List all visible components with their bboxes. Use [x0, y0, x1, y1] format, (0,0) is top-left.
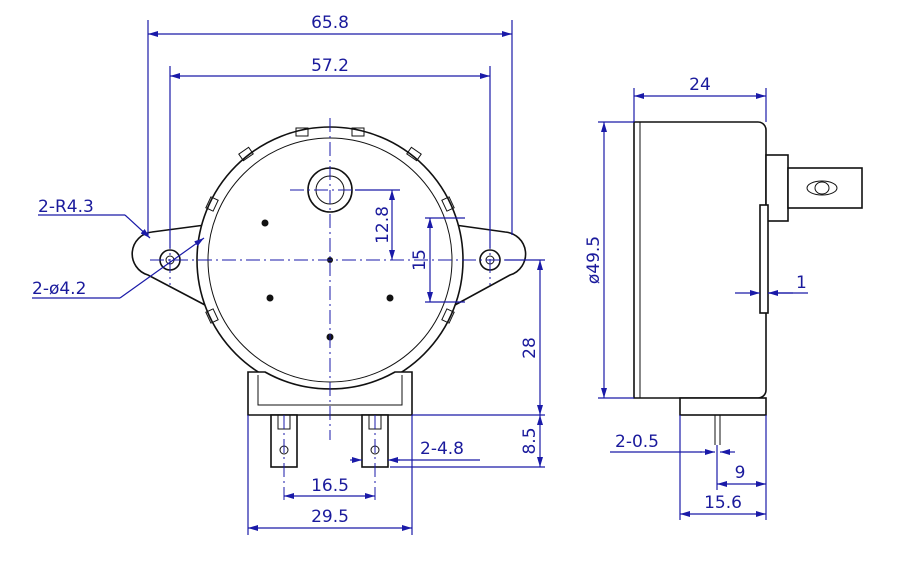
side-shaft-boss — [765, 154, 789, 222]
dim-overall-width: 65.8 — [311, 13, 349, 33]
dim-shaft-offset: 12.8 — [373, 206, 393, 244]
dim-shaft-to-hole: 15 — [410, 249, 430, 271]
dim-plate-thickness: 1 — [796, 273, 807, 293]
side-view: 24 ø49.5 1 2-0.5 9 15.6 — [584, 75, 863, 520]
dim-terminal-depth: 15.6 — [704, 493, 742, 513]
dim-hole-dia: 2-ø4.2 — [32, 279, 86, 299]
dim-terminal-pitch: 16.5 — [311, 476, 349, 496]
dim-ear-radius: 2-R4.3 — [38, 197, 94, 217]
dim-body-dia: ø49.5 — [584, 236, 604, 284]
dim-hole-span: 57.2 — [311, 56, 349, 76]
side-body — [633, 121, 767, 399]
side-terminal-base — [679, 397, 767, 416]
dim-terminal-hole: 2-4.8 — [420, 439, 464, 459]
front-view: 65.8 57.2 2-R4.3 2-ø4.2 12.8 15 28 8.5 — [32, 13, 545, 535]
dim-center-to-base: 28 — [520, 337, 540, 359]
dim-terminal-thickness: 2-0.5 — [615, 432, 659, 452]
side-mounting-plate — [759, 204, 769, 314]
dim-terminal-length: 8.5 — [520, 427, 540, 454]
rim-tabs — [205, 127, 455, 324]
dim-terminal-offset: 9 — [735, 463, 746, 483]
side-shaft — [787, 167, 863, 209]
dim-base-width: 29.5 — [311, 507, 349, 527]
dim-depth: 24 — [689, 75, 711, 95]
